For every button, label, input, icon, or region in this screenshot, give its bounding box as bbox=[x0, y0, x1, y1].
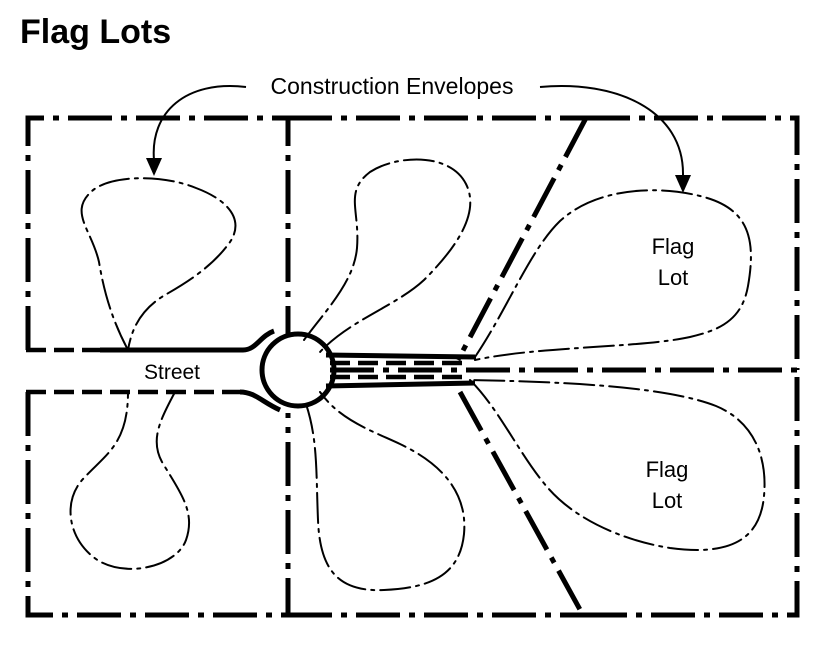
construction-envelopes bbox=[69, 158, 766, 592]
envelope-top-flag bbox=[474, 189, 752, 361]
street-label: Street bbox=[144, 361, 200, 384]
flag-lot-label-top: Flag Lot bbox=[652, 234, 695, 290]
envelope-bottom-middle bbox=[305, 391, 466, 592]
envelope-bottom-left bbox=[69, 391, 191, 570]
flag-pole-edge-bottom bbox=[325, 380, 476, 389]
flag-pole-edge-top bbox=[325, 352, 476, 360]
lot-boundary-bottom-flag bbox=[583, 370, 800, 618]
lot-boundary-bottom-left bbox=[25, 392, 291, 618]
arrow-line-left bbox=[152, 85, 247, 161]
lot-boundary-top-left bbox=[25, 115, 291, 350]
annotation-arrows bbox=[146, 85, 691, 193]
lot-boundary-diagonal-bottom bbox=[457, 390, 586, 617]
envelope-top-left bbox=[80, 177, 237, 351]
flag-lot-label-bottom-line1: Flag bbox=[646, 457, 689, 482]
construction-envelopes-label: Construction Envelopes bbox=[271, 73, 514, 99]
envelope-top-middle bbox=[303, 158, 472, 353]
street-edge-bottom-left-solid bbox=[239, 389, 282, 413]
envelope-bottom-flag bbox=[469, 379, 766, 551]
flag-lot-label-bottom: Flag Lot bbox=[646, 457, 689, 513]
lot-boundary-diagonal-top bbox=[455, 116, 589, 362]
arrow-head-right bbox=[675, 175, 691, 193]
arrow-head-left bbox=[146, 158, 162, 176]
flag-lot-label-top-line1: Flag bbox=[652, 234, 695, 259]
flag-lot-label-top-line2: Lot bbox=[658, 265, 689, 290]
cul-de-sac bbox=[259, 331, 337, 409]
arrow-line-right bbox=[539, 85, 685, 176]
lot-boundary-top-flag bbox=[586, 115, 800, 370]
lot-boundaries bbox=[25, 115, 800, 618]
street-edge-top-left-solid bbox=[100, 328, 276, 353]
flag-lot-label-bottom-line2: Lot bbox=[652, 488, 683, 513]
page-title: Flag Lots bbox=[20, 13, 172, 51]
